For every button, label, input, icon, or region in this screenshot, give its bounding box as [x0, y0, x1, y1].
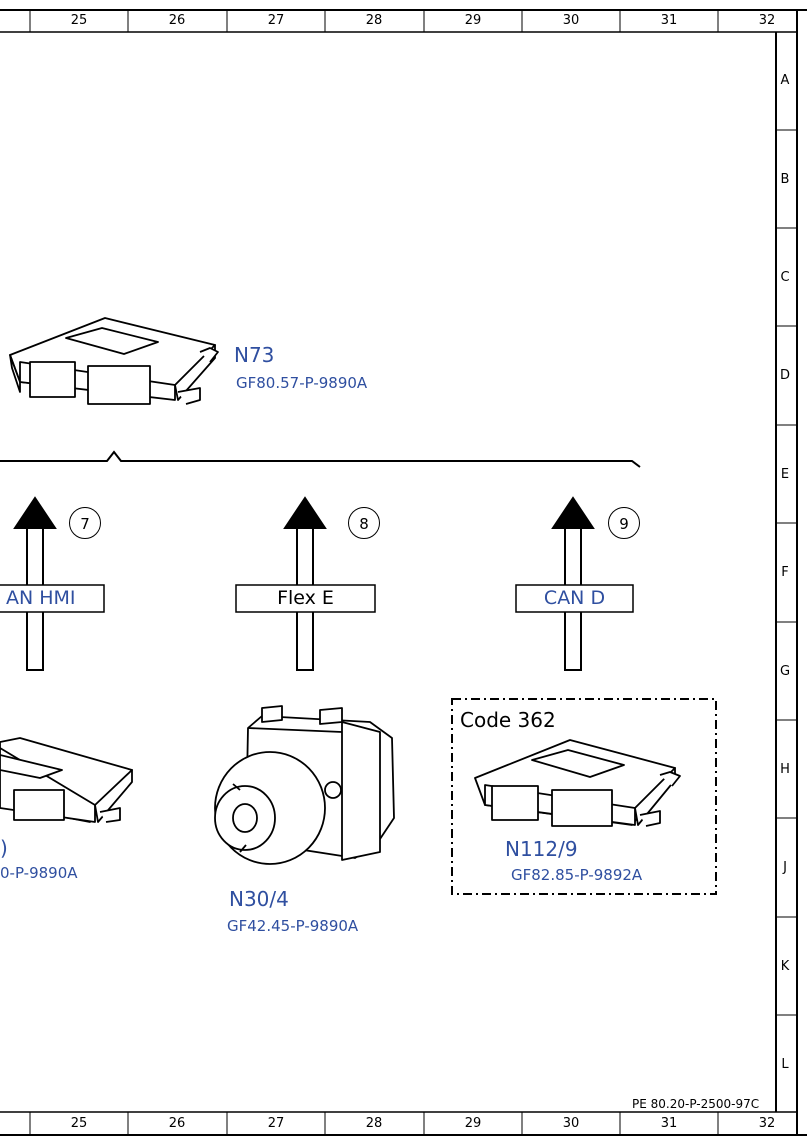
column-label: 30 [562, 1116, 580, 1131]
row-label: L [781, 1057, 789, 1072]
bus-label-boxes [0, 584, 634, 613]
column-label: 29 [464, 13, 482, 28]
bus-number-badge: 7 [69, 507, 101, 539]
n112-9-name-link[interactable]: N112/9 [505, 837, 578, 861]
row-label: E [780, 467, 790, 482]
row-label: B [780, 172, 790, 187]
row-label: D [779, 368, 790, 383]
bus-arrows [13, 496, 595, 671]
n30-4-name-link[interactable]: N30/4 [229, 887, 289, 911]
column-label: 31 [660, 13, 678, 28]
column-label: 31 [660, 1116, 678, 1131]
n73-ref-link[interactable]: GF80.57-P-9890A [236, 374, 368, 392]
document-id: PE 80.20-P-2500-97C [632, 1097, 760, 1111]
column-label: 27 [267, 13, 285, 28]
n30-4-hydraulic-unit-icon [214, 705, 395, 865]
bus-label-can-d[interactable]: CAN D [543, 587, 606, 609]
left-control-unit-icon [0, 737, 133, 823]
column-label: 27 [267, 1116, 285, 1131]
column-label: 32 [758, 1116, 776, 1131]
n73-control-unit-icon [9, 317, 219, 405]
bus-number-badge: 8 [348, 507, 380, 539]
column-label: 28 [365, 13, 383, 28]
row-label: H [780, 762, 790, 777]
column-label: 25 [70, 1116, 88, 1131]
bus-label-can-hmi[interactable]: AN HMI [6, 587, 76, 609]
row-label: K [780, 959, 790, 974]
n30-4-ref-link[interactable]: GF42.45-P-9890A [227, 917, 359, 935]
n112-9-control-unit-icon [474, 739, 681, 827]
column-label: 26 [168, 1116, 186, 1131]
column-label: 25 [70, 13, 88, 28]
left-unit-name-link[interactable]: ) [0, 836, 8, 860]
column-label: 28 [365, 1116, 383, 1131]
bus-line [0, 450, 641, 468]
n112-9-ref-link[interactable]: GF82.85-P-9892A [511, 866, 643, 884]
code-362-label: Code 362 [460, 708, 556, 732]
row-label: G [779, 664, 791, 679]
bus-label-flex-e: Flex E [277, 587, 334, 609]
column-label: 30 [562, 13, 580, 28]
row-label: C [780, 270, 790, 285]
row-label: F [781, 565, 789, 580]
column-label: 32 [758, 13, 776, 28]
left-unit-ref-link[interactable]: 0-P-9890A [0, 864, 78, 882]
column-label: 29 [464, 1116, 482, 1131]
column-label: 26 [168, 13, 186, 28]
sheet-frame [0, 9, 807, 1136]
bus-number-badge: 9 [608, 507, 640, 539]
row-label: A [780, 73, 790, 88]
n73-name-link[interactable]: N73 [234, 343, 275, 367]
row-label: J [783, 860, 787, 875]
code-362-box [451, 698, 717, 895]
